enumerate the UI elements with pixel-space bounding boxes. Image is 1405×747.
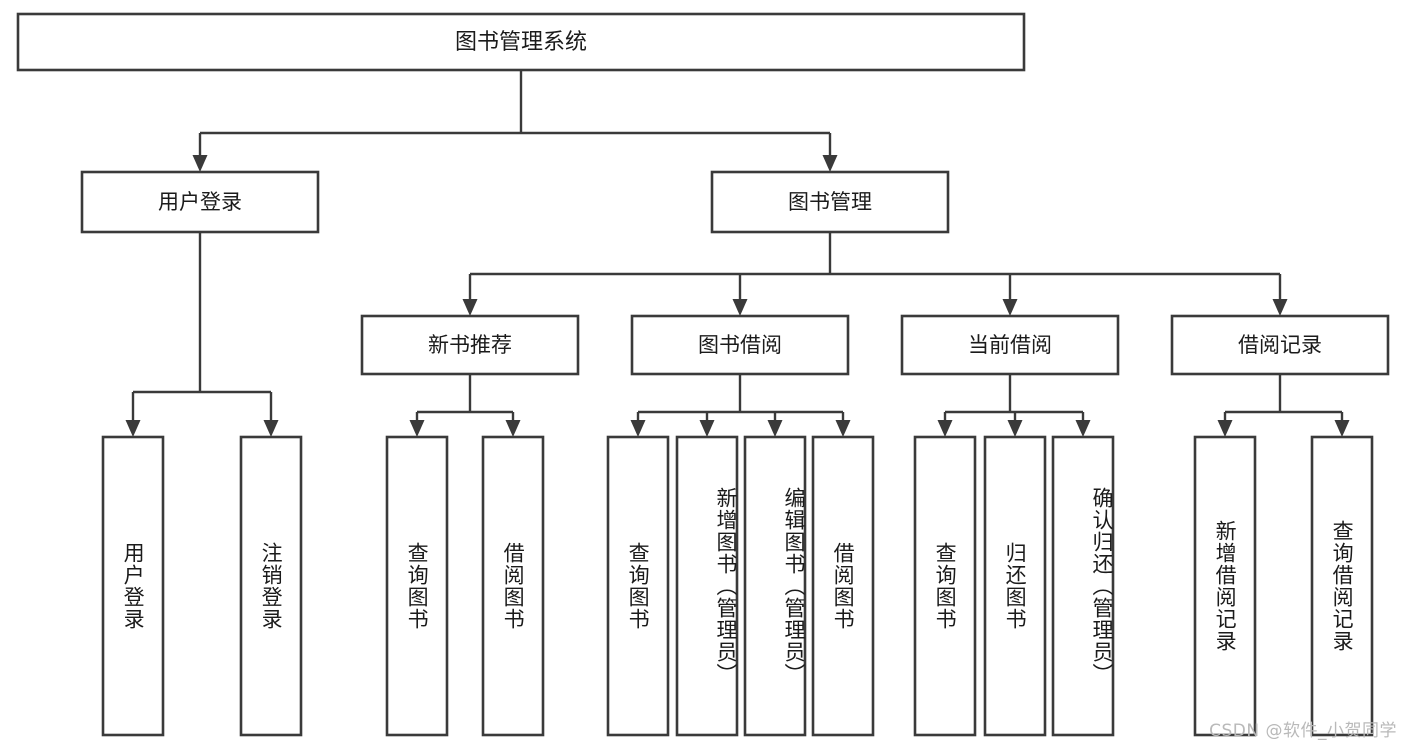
node-leaf-query-record[interactable] <box>1310 435 1374 737</box>
node-layer <box>16 12 1390 737</box>
watermark: CSDN @软件_小贺同学 <box>1209 721 1397 741</box>
arrow-head-icon <box>505 420 521 437</box>
arrow-head-icon <box>192 155 208 172</box>
connector-layer <box>125 70 1350 437</box>
arrow-head-icon <box>767 420 783 437</box>
node-borrow-record[interactable] <box>1170 314 1390 376</box>
node-root-root[interactable] <box>16 12 1026 72</box>
arrow-head-icon <box>732 299 748 316</box>
arrow-head-icon <box>835 420 851 437</box>
node-leaf-confirm-return[interactable] <box>1051 435 1115 737</box>
arrow-head-icon <box>937 420 953 437</box>
arrow-head-icon <box>822 155 838 172</box>
arrow-head-icon <box>1272 299 1288 316</box>
arrow-head-icon <box>699 420 715 437</box>
arrow-head-icon <box>125 420 141 437</box>
node-leaf-edit-book[interactable] <box>743 435 807 737</box>
arrow-head-icon <box>630 420 646 437</box>
node-leaf-add-record[interactable] <box>1193 435 1257 737</box>
arrow-head-icon <box>1007 420 1023 437</box>
node-label-book-manage: 图书管理 <box>788 190 872 214</box>
node-leaf-query-book-3[interactable] <box>913 435 977 737</box>
arrow-head-icon <box>1075 420 1091 437</box>
arrow-head-icon <box>409 420 425 437</box>
node-user-login[interactable] <box>80 170 320 234</box>
node-new-book-rec[interactable] <box>360 314 580 376</box>
arrow-head-icon <box>1217 420 1233 437</box>
arrow-head-icon <box>263 420 279 437</box>
node-leaf-borrow-book-2[interactable] <box>811 435 875 737</box>
arrow-head-icon <box>462 299 478 316</box>
node-label-new-book-rec: 新书推荐 <box>428 333 512 357</box>
node-book-manage[interactable] <box>710 170 950 234</box>
node-label-user-login: 用户登录 <box>158 190 242 214</box>
node-leaf-query-book-1[interactable] <box>385 435 449 737</box>
node-label-root: 图书管理系统 <box>455 30 587 55</box>
arrow-head-icon <box>1334 420 1350 437</box>
node-label-current-borrow: 当前借阅 <box>968 333 1052 357</box>
node-label-borrow-record: 借阅记录 <box>1238 333 1322 357</box>
node-label-book-borrow: 图书借阅 <box>698 333 782 357</box>
node-leaf-logout[interactable] <box>239 435 303 737</box>
node-leaf-query-book-2[interactable] <box>606 435 670 737</box>
node-current-borrow[interactable] <box>900 314 1120 376</box>
arrow-head-icon <box>1002 299 1018 316</box>
node-leaf-add-book[interactable] <box>675 435 739 737</box>
node-book-borrow[interactable] <box>630 314 850 376</box>
node-leaf-borrow-book-1[interactable] <box>481 435 545 737</box>
node-leaf-return-book[interactable] <box>983 435 1047 737</box>
node-leaf-user-login[interactable] <box>101 435 165 737</box>
